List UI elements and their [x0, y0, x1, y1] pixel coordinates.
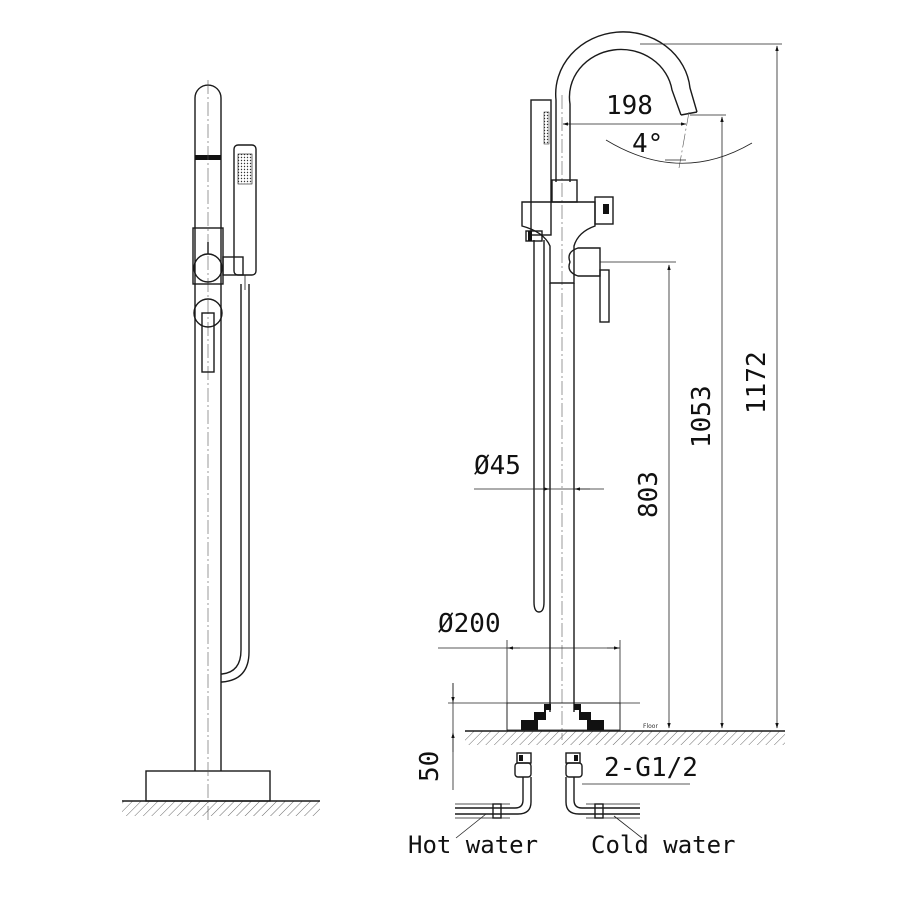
hot-water-leader [455, 813, 487, 839]
base-clamp-right [574, 704, 604, 730]
floor-hatch-right [465, 731, 785, 745]
spout-outlet-axis [678, 111, 690, 169]
hose-connector [525, 230, 543, 242]
hot-water-fitting [455, 752, 532, 819]
height-outlet-label: 1053 [687, 385, 717, 448]
shower-hose-side-inner [221, 284, 250, 683]
spout-inner [568, 48, 682, 182]
front-view: Floor 198 4° [408, 31, 785, 859]
mixer-body-front [521, 201, 596, 284]
cold-water-fitting [565, 752, 640, 819]
spout-outer [554, 31, 698, 182]
base-clamp-left [521, 704, 551, 730]
base-plate-front [506, 702, 621, 731]
floor-hatch-left [122, 801, 320, 816]
mixer-body-side [192, 227, 224, 285]
upper-collar [551, 179, 578, 203]
diameter-base-label: Ø200 [438, 609, 501, 639]
lever-cap-side [193, 298, 223, 328]
connection-label: 2-G1/2 [604, 753, 698, 783]
hot-water-label: Hot water [408, 831, 538, 859]
shower-hose-side [221, 284, 242, 675]
side-view [122, 80, 320, 820]
hand-shower-head-grid [237, 153, 253, 185]
shower-hose-front [533, 240, 545, 613]
diverter-knob [594, 196, 614, 225]
lever-handle-side [201, 312, 215, 373]
spout-angle-arc [605, 139, 753, 164]
holder-bracket-side [222, 256, 244, 276]
hose-connector-fill [528, 231, 532, 241]
spout-angle-label: 4° [632, 129, 663, 159]
height-total-label: 1172 [742, 351, 772, 414]
diverter-tip [603, 204, 609, 214]
lever-handle-front [599, 269, 610, 323]
depth-label: 50 [415, 751, 445, 782]
height-handle-label: 803 [634, 471, 664, 518]
cold-water-label: Cold water [591, 831, 736, 859]
floor-label: Floor [643, 723, 658, 730]
diameter-column-label: Ø45 [474, 451, 521, 481]
spout-reach-label: 198 [606, 91, 653, 121]
cold-water-leader [613, 815, 643, 839]
hand-shower-front-grille [543, 111, 550, 145]
